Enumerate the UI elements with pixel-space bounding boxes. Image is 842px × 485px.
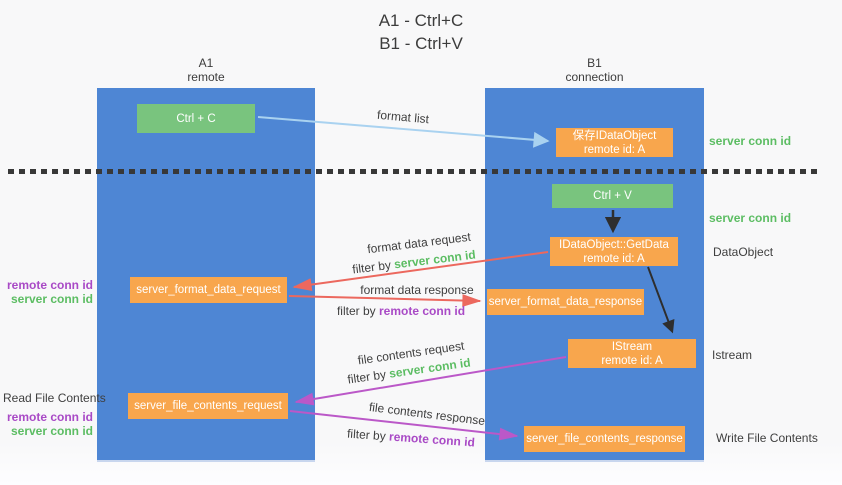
label-server-conn-id: server conn id [10, 292, 93, 306]
title-line-1: A1 - Ctrl+C [378, 11, 464, 30]
label-remote-conn-id: remote conn id [6, 410, 93, 424]
label-server-conn-id-2: server conn id [709, 211, 792, 225]
node-save-dataobject-line1: 保存IDataObject [572, 129, 657, 142]
node-istream-line2: remote id: A [601, 354, 663, 367]
edge-label-format-data-response: format data response [360, 283, 474, 297]
edge-label-filter-remote-2: filter by remote conn id [347, 427, 476, 450]
node-istream-line1: IStream [611, 340, 653, 353]
node-ctrl-c-label: Ctrl + C [176, 112, 216, 125]
node-getdata-line2: remote id: A [583, 252, 645, 265]
title-line-2: B1 - Ctrl+V [379, 34, 463, 53]
node-ctrl-v-label: Ctrl + V [593, 190, 632, 202]
node-server-file-contents-response: server_file_contents_response [524, 426, 685, 452]
node-ctrl-v: Ctrl + V [552, 184, 673, 208]
node-ctrl-c: Ctrl + C [137, 104, 255, 133]
node-server-format-data-request: server_format_data_request [130, 277, 287, 303]
filter-value-remote: remote conn id [388, 429, 476, 450]
label-istream: Istream [712, 348, 753, 362]
filter-value-remote: remote conn id [379, 304, 466, 318]
session-divider [8, 169, 822, 174]
label-remote-conn-id: remote conn id [6, 278, 93, 292]
label-read-file-contents: Read File Contents [3, 391, 106, 405]
node-getdata-line1: IDataObject::GetData [559, 238, 669, 251]
label-server-conn-id-1: server conn id [709, 134, 792, 148]
node-server-format-data-response: server_format_data_response [487, 289, 644, 315]
edge-label-file-contents-response: file contents response [368, 399, 486, 429]
node-istream: IStream remote id: A [568, 339, 696, 368]
lane-b1-title: B1 [587, 56, 602, 70]
edge-label-format-list: format list [376, 107, 430, 127]
filter-prefix: filter by [336, 304, 376, 318]
label-server-conn-id: server conn id [10, 424, 93, 438]
diagram-title: A1 - Ctrl+C B1 - Ctrl+V [0, 9, 842, 55]
node-server-file-contents-request: server_file_contents_request [128, 393, 288, 419]
lane-a1-subtitle: remote [187, 70, 225, 84]
lane-a1-title: A1 [198, 56, 214, 70]
filter-prefix: filter by [351, 257, 392, 277]
node-server-file-contents-request-label: server_file_contents_request [134, 400, 282, 412]
node-server-file-contents-response-label: server_file_contents_response [526, 433, 683, 445]
node-save-dataobject: 保存IDataObject remote id: A [556, 128, 673, 157]
label-write-file-contents: Write File Contents [716, 431, 818, 445]
node-server-format-data-request-label: server_format_data_request [136, 284, 281, 296]
lane-header-b1: B1 connection [485, 56, 704, 84]
node-getdata: IDataObject::GetData remote id: A [550, 237, 678, 266]
filter-prefix: filter by [346, 367, 387, 387]
left-conn-id-labels-bottom: remote conn id server conn id [0, 410, 93, 438]
node-save-dataobject-line2: remote id: A [583, 143, 646, 156]
label-dataobject: DataObject [713, 245, 774, 259]
filter-prefix: filter by [346, 426, 387, 444]
lane-b1-subtitle: connection [565, 70, 624, 84]
left-conn-id-labels-top: remote conn id server conn id [0, 278, 93, 306]
node-server-format-data-response-label: server_format_data_response [488, 296, 643, 308]
edge-label-filter-remote-1: filter by remote conn id [337, 304, 465, 318]
lane-header-a1: A1 remote [97, 56, 315, 84]
